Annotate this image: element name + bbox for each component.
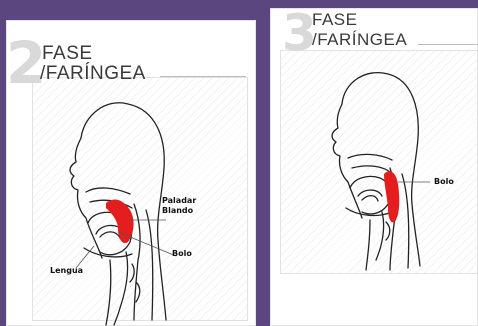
phase-2-panel: 2 FASE /FARÍNGEA [6,20,256,326]
bolus-shape [384,171,399,222]
phase-3-panel: 3 FASE /FARÍNGEA [270,8,478,326]
label-bolo: Bolo [434,177,454,186]
label-lengua: Lengua [50,266,83,275]
head-sagittal-diagram-pharyngeal-end [270,8,478,326]
head-sagittal-diagram-pharyngeal-start [6,20,256,326]
label-paladar-blando-line2: Blando [162,206,193,215]
label-bolo: Bolo [172,249,192,258]
label-paladar-blando-line1: Paladar [162,196,196,205]
